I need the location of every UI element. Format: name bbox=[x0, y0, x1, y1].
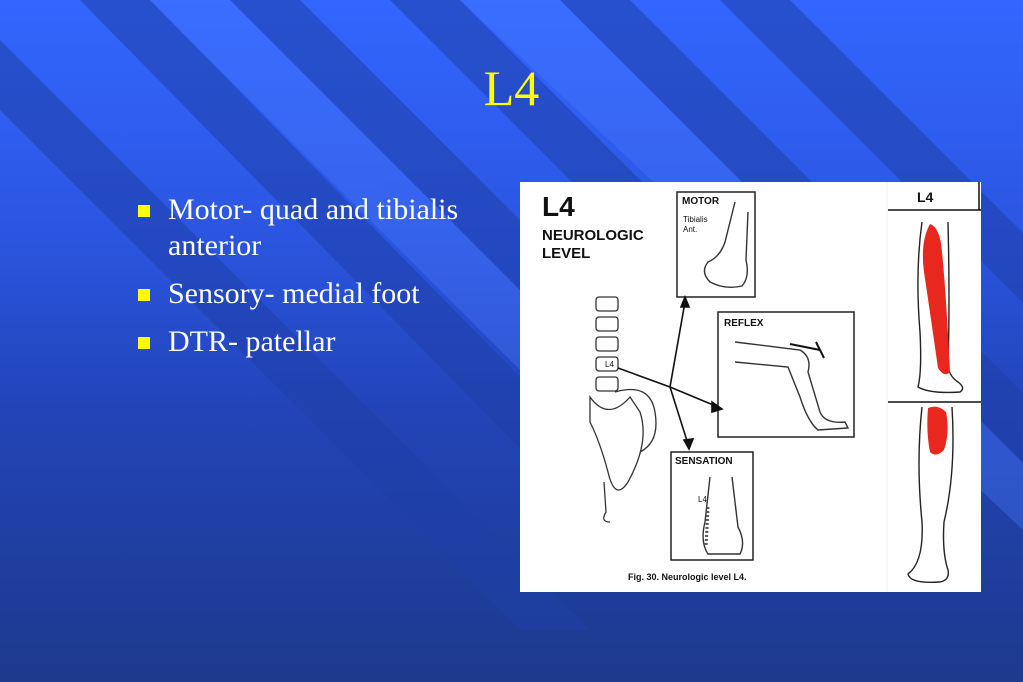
sensation-dermatome-hatch bbox=[704, 506, 710, 548]
bullet-text: Sensory- medial foot bbox=[168, 277, 420, 310]
figure-heading-l4: L4 bbox=[542, 191, 575, 222]
motor-sub2: Ant. bbox=[683, 225, 697, 234]
bullet-square-icon bbox=[138, 205, 150, 217]
figure-heading-line1: NEUROLOGIC bbox=[542, 227, 644, 244]
upper-leg-dermatome bbox=[922, 224, 950, 375]
sensation-foot-sketch bbox=[702, 476, 744, 555]
reflex-box bbox=[717, 311, 855, 438]
motor-sub1: Tibialis bbox=[683, 215, 708, 224]
sensation-l4-label: L4 bbox=[698, 495, 707, 504]
reflex-hammer-sketch bbox=[789, 341, 825, 359]
bullet-item: Sensory- medial foot bbox=[138, 276, 478, 312]
spine-l4-label: L4 bbox=[605, 360, 614, 369]
sensation-box bbox=[670, 451, 754, 561]
motor-foot-sketch bbox=[703, 201, 749, 289]
figure-heading-line2: LEVEL bbox=[542, 245, 590, 262]
upper-leg-outline bbox=[917, 221, 964, 394]
bullet-text: Motor- quad and tibialis anterior bbox=[168, 193, 459, 262]
slide-title: L4 bbox=[483, 60, 540, 116]
figure-caption: Fig. 30. Neurologic level L4. bbox=[628, 572, 747, 582]
reflex-label: REFLEX bbox=[724, 318, 764, 329]
lower-leg-dermatome bbox=[927, 406, 948, 455]
nerve-arrows bbox=[617, 294, 724, 451]
sensation-label: SENSATION bbox=[675, 456, 733, 467]
bullet-list: Motor- quad and tibialis anterior Sensor… bbox=[138, 192, 478, 372]
bullet-square-icon bbox=[138, 337, 150, 349]
spine-sketch bbox=[589, 296, 657, 523]
motor-box bbox=[676, 191, 756, 298]
lower-leg-outline bbox=[907, 406, 954, 584]
bullet-square-icon bbox=[138, 289, 150, 301]
bullet-item: Motor- quad and tibialis anterior bbox=[138, 192, 478, 264]
l4-neurologic-figure: L4 NEUROLOGIC LEVEL MOTOR Tibialis Ant. … bbox=[520, 182, 981, 592]
figure-drawing: L4 NEUROLOGIC LEVEL MOTOR Tibialis Ant. … bbox=[542, 182, 981, 592]
bullet-item: DTR- patellar bbox=[138, 324, 478, 360]
bullet-text: DTR- patellar bbox=[168, 325, 336, 358]
right-panel-l4-label: L4 bbox=[917, 189, 934, 205]
motor-label: MOTOR bbox=[682, 196, 720, 207]
reflex-leg-sketch bbox=[734, 341, 850, 431]
